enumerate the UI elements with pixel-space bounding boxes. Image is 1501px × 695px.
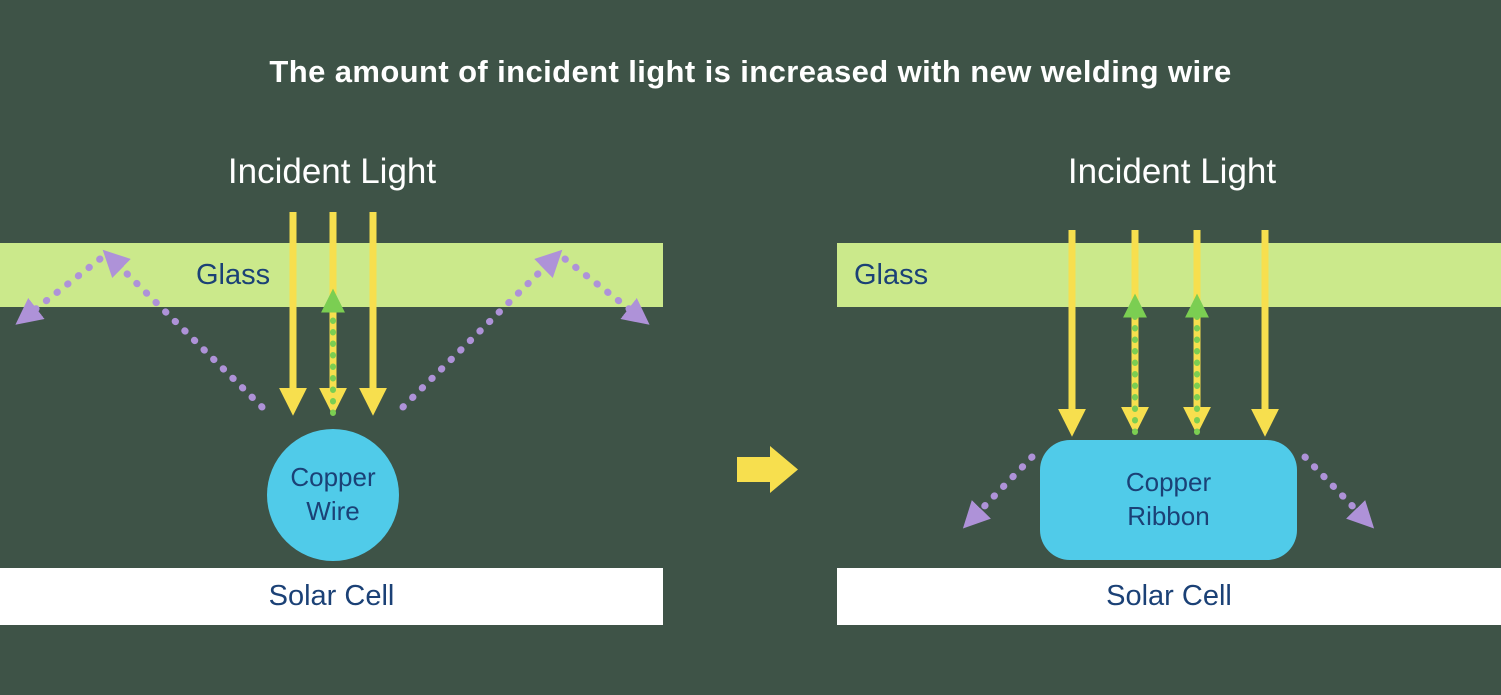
glass-layer-right <box>837 243 1501 307</box>
copper-ribbon-shape: Copper Ribbon <box>1040 440 1297 560</box>
copper-wire-shape: Copper Wire <box>267 429 399 561</box>
page-title: The amount of incident light is increase… <box>269 54 1232 89</box>
glass-label-right: Glass <box>854 258 929 291</box>
glass-label-left: Glass <box>196 258 271 291</box>
incident-light-label-right: Incident Light <box>1067 152 1277 191</box>
glass-layer-left <box>0 243 663 307</box>
solar-cell-left: Solar Cell <box>0 568 663 625</box>
solar-cell-label-left: Solar Cell <box>268 580 395 612</box>
solar-cell-label-right: Solar Cell <box>1106 580 1232 612</box>
redirected-ray-left-icon <box>962 453 1036 529</box>
transition-right-arrow-icon <box>737 446 798 493</box>
redirected-ray-right-icon <box>1301 453 1375 529</box>
incident-light-label-left: Incident Light <box>227 152 437 191</box>
copper-ribbon-label: Copper Ribbon <box>1125 467 1212 531</box>
solar-cell-right: Solar Cell <box>837 568 1501 625</box>
copper-wire-label: Copper Wire <box>290 462 376 526</box>
